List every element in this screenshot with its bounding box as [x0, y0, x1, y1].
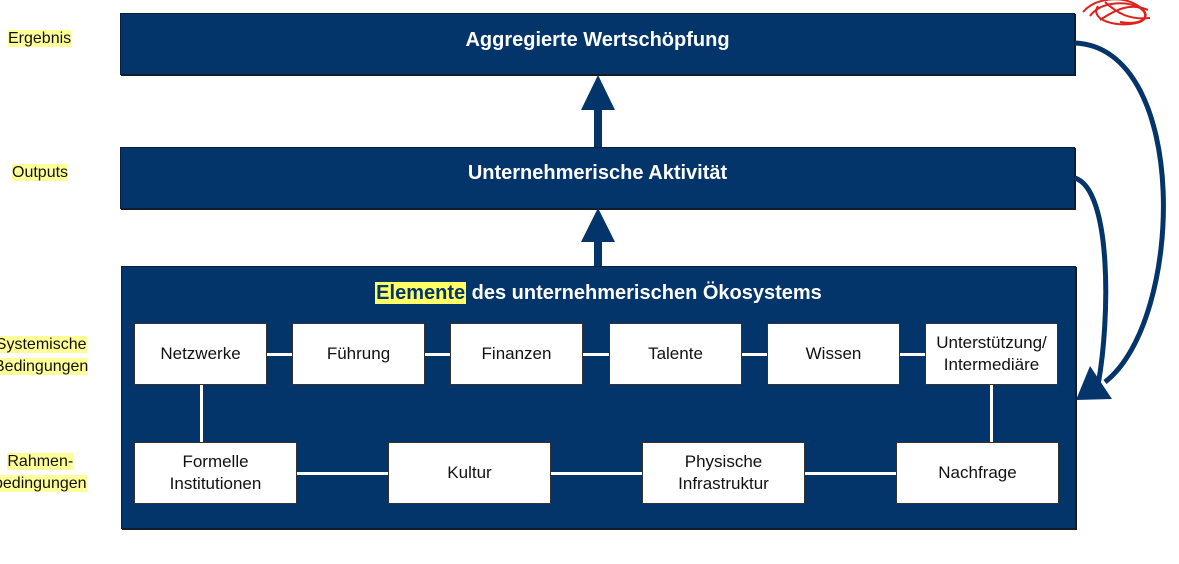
- connector-unterstuetzung-nachfrage: [990, 383, 993, 443]
- element-talente: Talente: [609, 323, 742, 385]
- up-arrow-ecosystem-to-activity: [581, 208, 615, 266]
- ecosystem-title: Elemente des unternehmerischen Ökosystem…: [122, 281, 1075, 305]
- element-unterstuetzung-intermediaere: Unterstützung/Intermediäre: [925, 323, 1058, 385]
- up-arrow-activity-to-value: [581, 75, 615, 147]
- label-outputs: Outputs: [12, 164, 69, 181]
- aggregated-value-title: Aggregierte Wertschöpfung: [465, 29, 730, 51]
- feedback-arrowhead: [1076, 366, 1112, 400]
- feedback-curve-from-value: [1074, 40, 1166, 384]
- element-nachfrage: Nachfrage: [896, 442, 1059, 504]
- connector-netzwerke-formelle: [200, 383, 203, 443]
- feedback-curve-from-activity: [1073, 175, 1109, 386]
- label-ergebnis: Ergebnis: [8, 30, 72, 47]
- entrepreneurial-activity-bar: Unternehmerische Aktivität: [120, 147, 1075, 209]
- aggregated-value-bar: Aggregierte Wertschöpfung: [120, 13, 1075, 75]
- ecosystem-title-rest: des unternehmerischen Ökosystems: [466, 282, 822, 304]
- element-wissen: Wissen: [767, 323, 900, 385]
- connector-systemic-row: [262, 353, 932, 356]
- red-scribble-annotation: [1082, 0, 1151, 26]
- element-fuehrung: Führung: [292, 323, 425, 385]
- entrepreneurial-activity-title: Unternehmerische Aktivität: [467, 162, 728, 184]
- label-rahmenbedingungen: Rahmen- bedingungen: [0, 451, 87, 495]
- ecosystem-title-highlight: Elemente: [375, 282, 467, 304]
- element-netzwerke: Netzwerke: [134, 323, 267, 385]
- element-kultur: Kultur: [388, 442, 551, 504]
- element-finanzen: Finanzen: [450, 323, 583, 385]
- connector-framework-row: [292, 472, 932, 475]
- label-systemische-bedingungen: Systemische Bedingungen: [0, 334, 89, 378]
- ecosystem-panel: Elemente des unternehmerischen Ökosystem…: [121, 266, 1076, 529]
